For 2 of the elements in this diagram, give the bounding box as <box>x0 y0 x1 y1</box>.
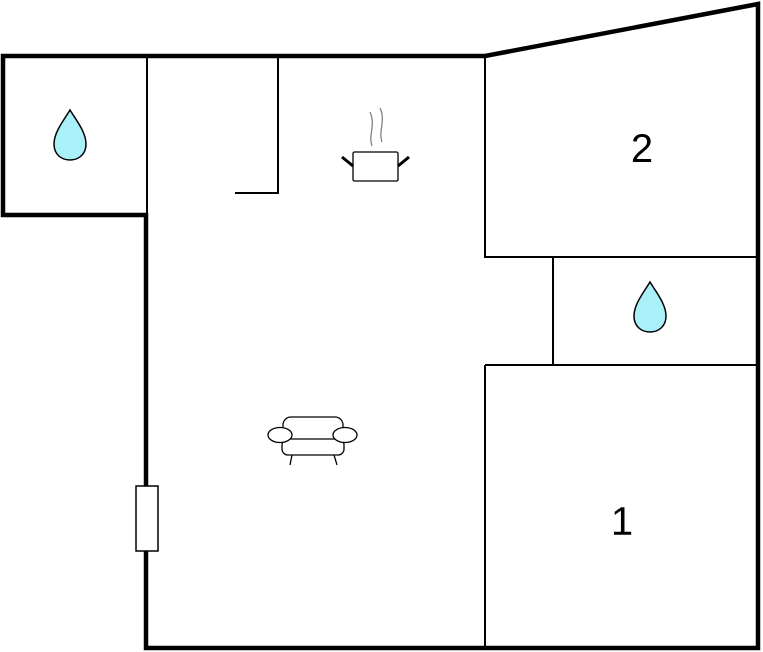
room-number: 2 <box>632 134 652 162</box>
room-number: 1 <box>614 507 632 535</box>
